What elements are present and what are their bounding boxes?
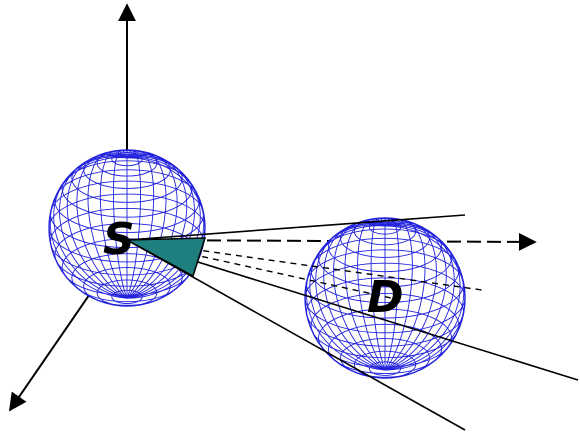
label-d: D: [367, 272, 404, 323]
globe-meridian: [66, 154, 128, 299]
globe-meridian: [370, 217, 386, 371]
solid-angle-wedge: [124, 237, 207, 278]
globe-meridian: [384, 217, 400, 371]
sphere-d: [304, 217, 466, 379]
globe-meridian: [384, 220, 437, 371]
globe-meridian: [76, 152, 128, 299]
globe-meridian: [309, 224, 386, 371]
globe-meridian: [305, 225, 386, 371]
globe-meridian: [126, 157, 205, 299]
globe-meridian: [53, 156, 128, 299]
globe-meridian: [384, 225, 465, 371]
globe-meridian: [126, 152, 178, 299]
globe-meridian: [357, 218, 386, 371]
globe-meridian: [113, 149, 128, 299]
globe-meridian: [323, 222, 386, 371]
globe-meridian: [126, 157, 206, 299]
sphere-s: [48, 149, 206, 307]
globe-meridian: [384, 219, 426, 371]
globe-meridian: [99, 150, 128, 299]
cone-line-bottom: [126, 239, 466, 431]
globe-meridian: [126, 149, 141, 299]
cone-line-lower: [126, 239, 579, 381]
globe-meridian: [49, 157, 128, 299]
globe-meridian: [126, 151, 167, 299]
label-s: S: [103, 214, 135, 265]
globe-meridian: [344, 219, 386, 371]
globe-meridian: [315, 223, 386, 371]
cone-line-upper: [126, 214, 466, 241]
globe-meridian: [126, 150, 155, 299]
globe-meridian: [59, 155, 128, 299]
globe-meridian: [87, 151, 128, 299]
globe-meridian: [384, 225, 466, 371]
